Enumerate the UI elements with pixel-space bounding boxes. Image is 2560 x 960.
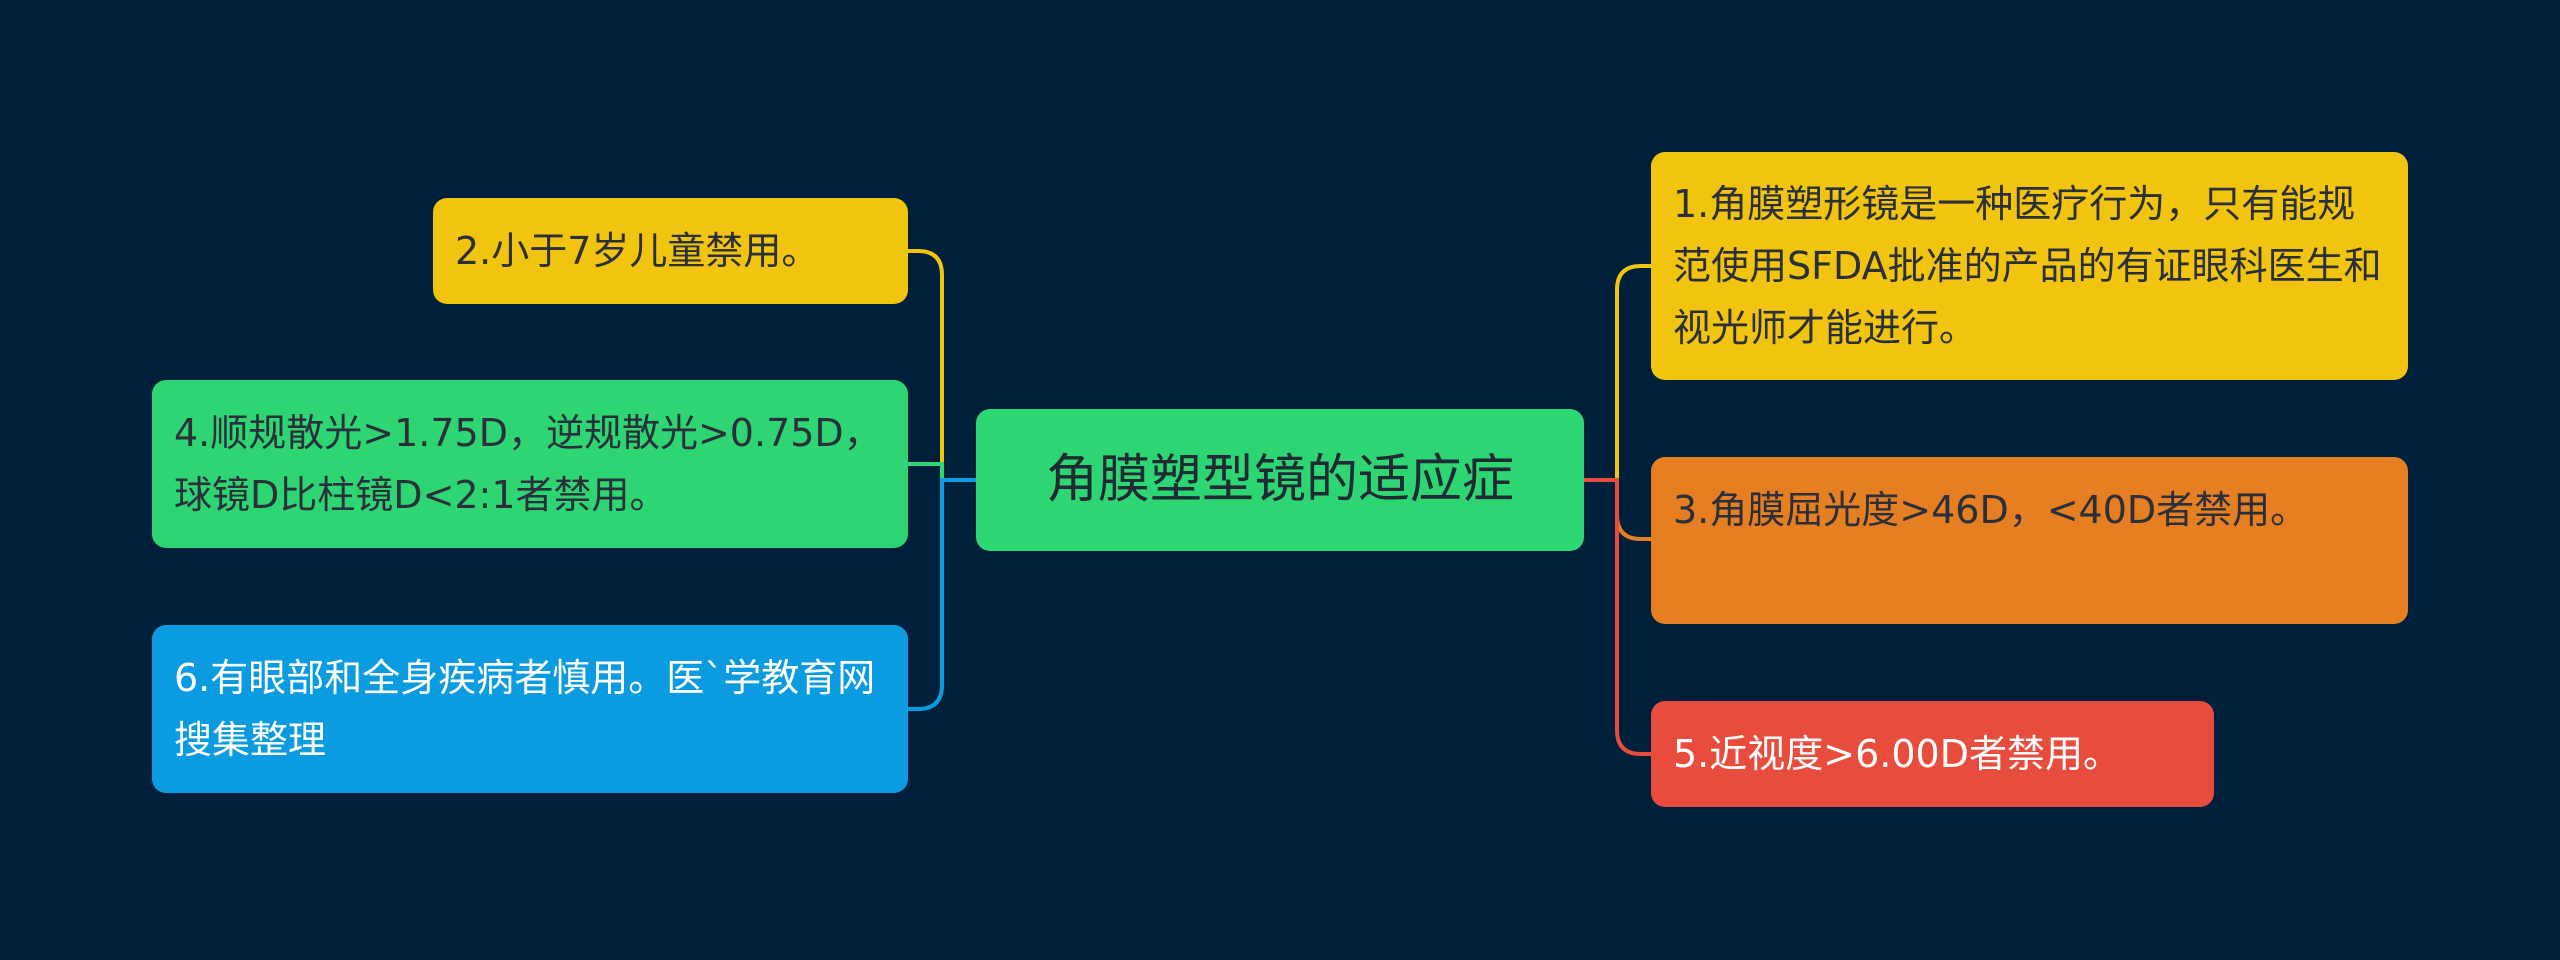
connector-center-to-n4 [908,462,976,482]
topic-node-4[interactable]: 4.顺规散光>1.75D，逆规散光>0.75D，球镜D比柱镜D<2:1者禁用。 [152,380,908,548]
topic-node-5[interactable]: 5.近视度>6.00D者禁用。 [1651,701,2214,807]
topic-node-1-label: 1.角膜塑形镜是一种医疗行为，只有能规范使用SFDA批准的产品的有证眼科医生和视… [1673,182,2382,350]
topic-node-6[interactable]: 6.有眼部和全身疾病者慎用。医`学教育网搜集整理 [152,625,908,793]
connector-center-to-n1 [1584,264,1651,482]
topic-node-2-label: 2.小于7岁儿童禁用。 [455,229,820,273]
center-topic-node[interactable]: 角膜塑型镜的适应症 [976,409,1584,551]
topic-node-3-label: 3.角膜屈光度>46D，<40D者禁用。 [1673,488,2309,532]
center-topic-label: 角膜塑型镜的适应症 [1045,450,1514,510]
topic-node-2[interactable]: 2.小于7岁儿童禁用。 [433,198,908,304]
topic-node-3[interactable]: 3.角膜屈光度>46D，<40D者禁用。 [1651,457,2408,624]
topic-node-1[interactable]: 1.角膜塑形镜是一种医疗行为，只有能规范使用SFDA批准的产品的有证眼科医生和视… [1651,152,2408,380]
topic-node-6-label: 6.有眼部和全身疾病者慎用。医`学教育网搜集整理 [174,656,876,762]
connector-center-to-n5 [1584,478,1651,756]
connector-center-to-n6 [908,478,976,711]
connector-center-to-n2 [908,249,976,482]
topic-node-4-label: 4.顺规散光>1.75D，逆规散光>0.75D，球镜D比柱镜D<2:1者禁用。 [174,411,882,517]
topic-node-5-label: 5.近视度>6.00D者禁用。 [1673,732,2121,776]
